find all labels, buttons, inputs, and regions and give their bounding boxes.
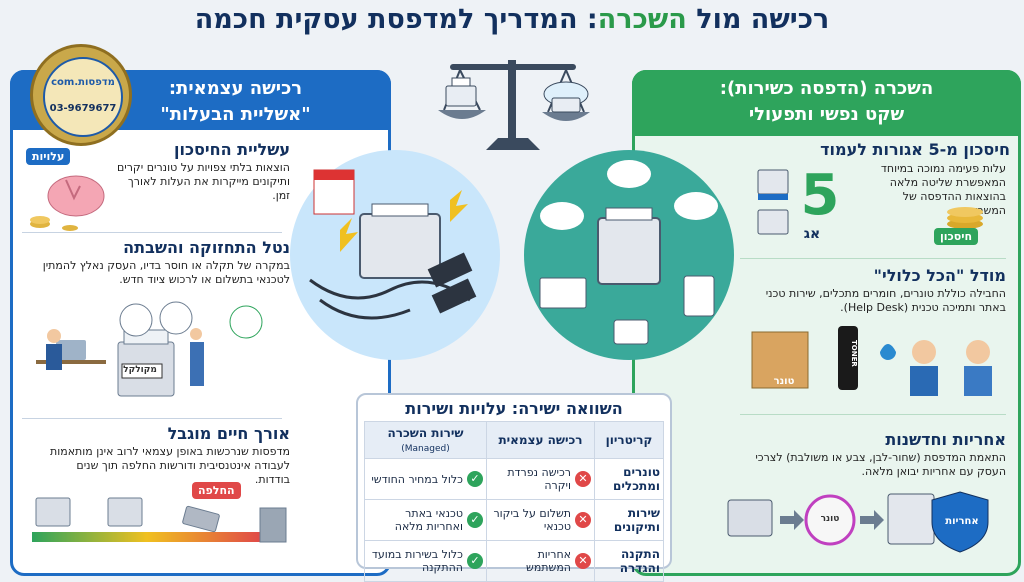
section-body: החבילה כוללת טונרים, חומרים מתכלים, שירו… [765, 287, 1006, 314]
toner-upgrade-label: טונר [820, 514, 840, 524]
purchase-cell: רכישה נפרדת ויקרה [507, 466, 571, 492]
company-seal: מדפסות.com 03-9679677 [30, 44, 132, 146]
section-body: התאמת המדפסת (שחור-לבן, צבע או משולבת) ל… [755, 451, 1006, 478]
section-title: נטל התחזוקה והשבתה [123, 238, 290, 257]
maintenance-section: נטל התחזוקה והשבתה במקרה של תקלה או חוסר… [40, 238, 290, 287]
table-row: טונרים ומתכלים ✕רכישה נפרדת ויקרה ✓כלול … [364, 458, 664, 500]
table-header-row: קריטריון רכישה עצמאית שירות השכרה(Manage… [364, 421, 664, 459]
section-title: אורך חיים מוגבל [167, 424, 290, 443]
comparison-table: קריטריון רכישה עצמאית שירות השכרה(Manage… [364, 421, 664, 582]
rental-cell: טכנאי באתר ואחריות מלאה [394, 507, 463, 533]
page-title: רכישה מול השכרה: המדריך למדפסת עסקית חכמ… [194, 4, 830, 35]
criterion-cell: שירות ותיקונים [594, 499, 664, 541]
printer-cables-icon [309, 169, 477, 320]
upgrade-flow-icons [727, 491, 989, 553]
x-icon: ✕ [575, 471, 591, 487]
column-header: קריטריון [594, 421, 664, 459]
savings-badge: חיסכון [934, 228, 979, 245]
rental-header: השכרה (הדפסה כשירות): שקט נפשי ותפעולי [632, 70, 1021, 136]
lifespan-timeline [32, 497, 287, 543]
warranty-shield-label: אחריות [945, 516, 979, 527]
cloud-printing-icon [539, 160, 718, 345]
coins-icon [947, 207, 983, 229]
toner-box-label: טונר [773, 376, 795, 387]
table-row: שירות ותיקונים ✕תשלום על ביקור טכנאי ✓טכ… [364, 499, 664, 541]
agorot-unit: אג [803, 226, 821, 242]
section-title: מודל "הכל כלולי" [873, 266, 1006, 285]
table-row: התקנה והגדרה ✕אחריות המשתמש ✓כלול בשירות… [364, 540, 664, 582]
check-icon: ✓ [466, 553, 483, 569]
purchase-cell: תשלום על ביקור טכנאי [493, 507, 571, 533]
comparison-title: השוואה ישירה: עלויות ושירות [405, 399, 623, 418]
section-body: במקרה של תקלה או חוסר בדיו, העסק נאלץ לה… [42, 259, 290, 286]
seal-phone: 03-9679677 [49, 103, 117, 114]
comparison-box: השוואה ישירה: עלויות ושירות קריטריון רכי… [356, 393, 672, 582]
section-title: עשליית החיסכון [173, 140, 290, 159]
broken-sign: מקולקל [123, 365, 157, 375]
x-icon: ✕ [575, 512, 591, 528]
hidden-costs-section: עשליית החיסכון הוצאות בלתי צפויות על טונ… [110, 140, 290, 203]
rental-cell: כלול במחיר החודשי [371, 472, 463, 486]
column-header: שירות השכרה(Managed) [364, 421, 487, 459]
criterion-cell: טונרים ומתכלים [594, 458, 664, 500]
section-body: מדפסות שנרכשות באופן עצמאי לרוב אינן מות… [50, 445, 290, 486]
section-body: הוצאות בלתי צפויות על טונרים יקרים ותיקו… [116, 161, 290, 202]
criterion-cell: התקנה והגדרה [594, 540, 664, 582]
costs-badge: עלויות [26, 148, 71, 165]
all-inclusive-section: מודל "הכל כלולי" החבילה כוללת טונרים, חו… [740, 266, 1006, 315]
warranty-section: אחריות וחדשנות התאמת המדפסת (שחור-לבן, צ… [740, 430, 1006, 479]
balance-scale-icon [438, 60, 590, 150]
column-header-sub: (Managed) [401, 444, 450, 454]
x-icon: ✕ [575, 553, 591, 569]
column-header: רכישה עצמאית [485, 421, 596, 459]
printer-stack-icon [757, 169, 789, 235]
section-title: אחריות וחדשנות [885, 430, 1006, 449]
toner-bottle-label: TONER [850, 340, 858, 367]
check-icon: ✓ [466, 471, 483, 487]
savings-section: חיסכון מ-5 אגורות לעמוד [748, 140, 1010, 159]
all-inclusive-icons [751, 326, 992, 396]
purchase-cell: אחריות המשתמש [526, 548, 571, 574]
rental-cell: כלול בשירות במועד ההתקנה [371, 548, 463, 574]
lifespan-section: אורך חיים מוגבל מדפסות שנרכשות באופן עצמ… [40, 424, 290, 487]
seal-name: מדפסות.com [51, 77, 115, 88]
section-title: חיסכון מ-5 אגורות לעמוד [820, 140, 1010, 159]
broken-printer-scene [36, 301, 263, 397]
section-body: עלות פעימה נמוכה במיוחד המאפשרת שליטה מל… [880, 162, 1006, 217]
piggy-bank-icon [30, 175, 105, 231]
check-icon: ✓ [466, 512, 483, 528]
replace-badge: החלפה [192, 482, 241, 499]
big-five: 5 [800, 163, 840, 228]
